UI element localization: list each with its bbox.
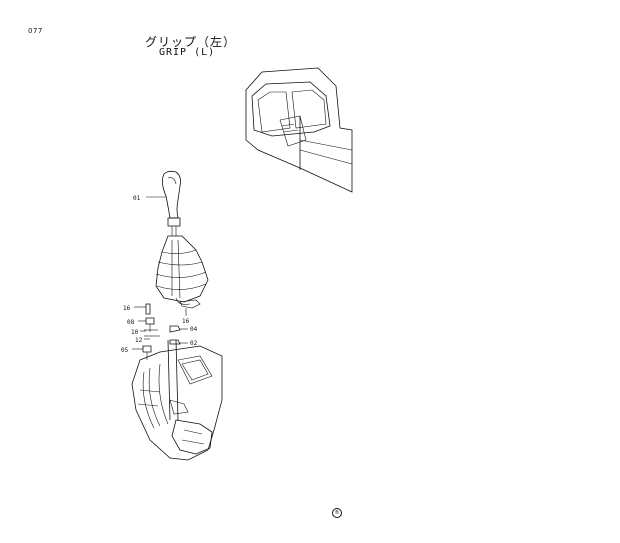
callout-02: 02 xyxy=(190,340,198,347)
callout-01: 01 xyxy=(133,195,141,202)
callout-04: 04 xyxy=(190,326,198,333)
callout-16-connector: 16 xyxy=(182,318,190,325)
page-number: 077 xyxy=(28,27,43,35)
title-japanese: グリップ（左） xyxy=(145,35,237,49)
callout-12: 12 xyxy=(135,337,143,344)
fastener-parts xyxy=(142,303,181,360)
callout-16-clip: 16 xyxy=(123,305,131,312)
control-console-illustration xyxy=(131,339,223,461)
registered-mark: ® xyxy=(332,508,342,518)
callout-leaders xyxy=(132,196,188,350)
cab-overview-illustration xyxy=(245,67,353,193)
grip-lever-assembly xyxy=(155,170,209,316)
callout-05: 05 xyxy=(121,347,129,354)
title-english: GRIP (L) xyxy=(159,47,216,58)
callout-08: 08 xyxy=(127,319,135,326)
callout-10: 10 xyxy=(131,329,139,336)
